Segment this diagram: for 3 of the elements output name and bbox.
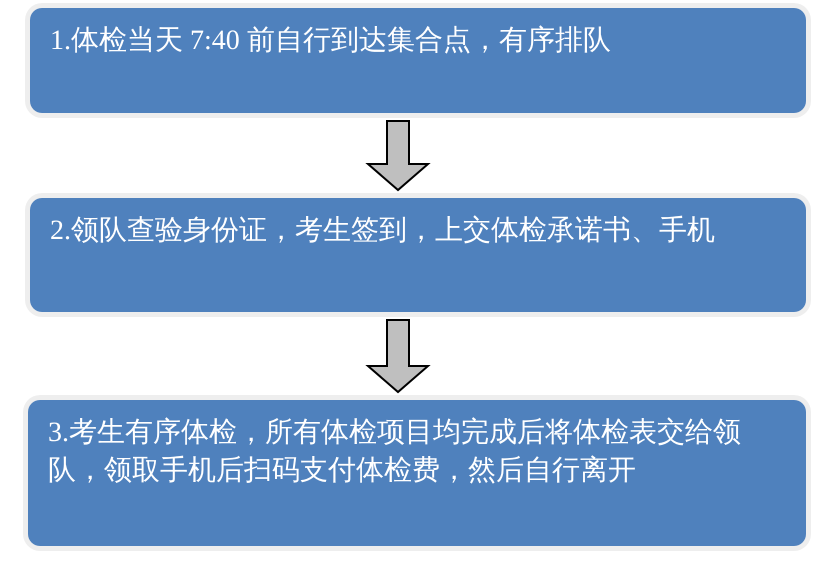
process-box: 1.体检当天 7:40 前自行到达集合点，有序排队 — [30, 8, 806, 113]
process-box: 2.领队查验身份证，考生签到，上交体检承诺书、手机 — [30, 198, 806, 312]
process-box: 3.考生有序体检，所有体检项目均完成后将体检表交给领队，领取手机后扫码支付体检费，然后自行离开 — [28, 400, 806, 546]
